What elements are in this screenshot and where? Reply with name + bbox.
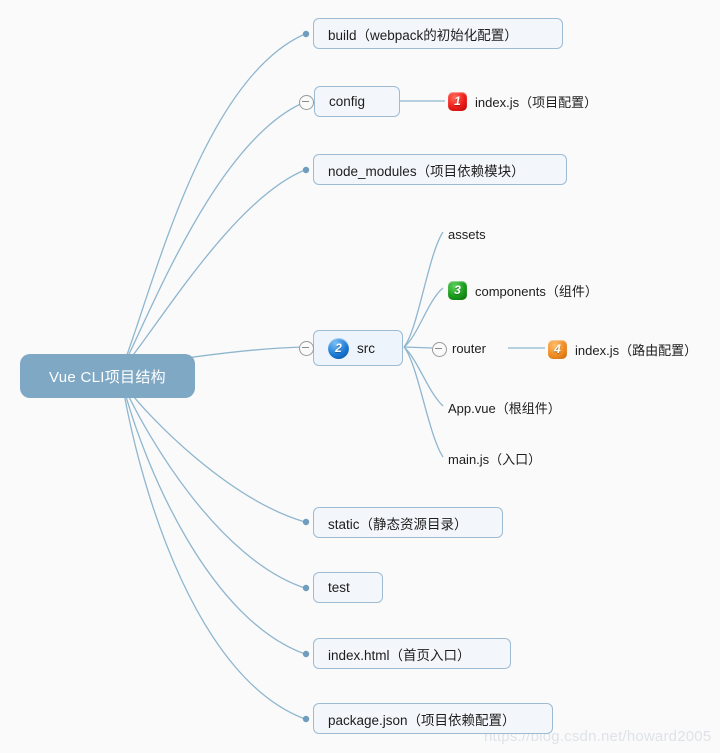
node-components[interactable]: 3 components（组件） — [448, 278, 598, 302]
node-main-js-label: main.js（入口） — [448, 451, 542, 467]
node-config-index-js-label: index.js（项目配置） — [475, 94, 598, 110]
edge-root-node-modules — [121, 169, 306, 369]
node-app-vue[interactable]: App.vue（根组件） — [448, 396, 561, 418]
node-assets[interactable]: assets — [448, 223, 486, 245]
edge-root-test — [121, 381, 306, 589]
node-assets-label: assets — [448, 226, 486, 242]
node-config[interactable]: config — [314, 86, 400, 117]
node-static-label: static（静态资源目录） — [328, 516, 468, 532]
edge-root-config — [121, 101, 306, 369]
node-node-modules[interactable]: node_modules（项目依赖模块） — [313, 154, 567, 185]
edge-src-mainjs — [403, 346, 444, 458]
priority-badge-1: 1 — [448, 91, 467, 111]
priority-badge-4: 4 — [548, 339, 567, 359]
edge-endpoint-dot — [302, 584, 310, 592]
root-node[interactable]: Vue CLI项目结构 — [20, 354, 195, 398]
node-node-modules-label: node_modules（项目依赖模块） — [328, 163, 525, 179]
priority-badge-3: 3 — [448, 280, 467, 300]
edge-src-assets — [403, 231, 444, 348]
node-router-index-js[interactable]: 4 index.js（路由配置） — [548, 337, 697, 361]
node-index-html-label: index.html（首页入口） — [328, 647, 471, 663]
edge-src-appvue — [403, 346, 444, 407]
node-src-label: src — [357, 340, 375, 356]
node-test-label: test — [328, 580, 350, 595]
node-build-label: build（webpack的初始化配置） — [328, 27, 518, 43]
node-static[interactable]: static（静态资源目录） — [313, 507, 503, 538]
node-components-label: components（组件） — [475, 283, 598, 299]
node-router-index-js-label: index.js（路由配置） — [575, 342, 698, 358]
edge-endpoint-dot — [302, 30, 310, 38]
priority-badge-2: 2 — [328, 337, 349, 359]
node-router-label: router — [452, 340, 486, 356]
edge-endpoint-dot — [302, 650, 310, 658]
node-config-index-js[interactable]: 1 index.js（项目配置） — [448, 89, 597, 113]
node-build[interactable]: build（webpack的初始化配置） — [313, 18, 563, 49]
node-router[interactable]: router — [452, 337, 486, 359]
edge-endpoint-dot — [302, 715, 310, 723]
node-test[interactable]: test — [313, 572, 383, 603]
root-node-label: Vue CLI项目结构 — [49, 368, 166, 386]
toggle-src[interactable] — [299, 341, 314, 356]
edge-endpoint-dot — [302, 518, 310, 526]
toggle-config[interactable] — [299, 95, 314, 110]
toggle-router[interactable] — [432, 342, 447, 357]
edge-root-index-html — [121, 381, 306, 655]
edge-src-components — [403, 287, 444, 348]
node-src[interactable]: 2 src — [313, 330, 403, 366]
node-main-js[interactable]: main.js（入口） — [448, 447, 541, 469]
node-app-vue-label: App.vue（根组件） — [448, 400, 561, 416]
edge-root-package-json — [121, 381, 306, 720]
edge-root-build — [121, 33, 306, 369]
node-index-html[interactable]: index.html（首页入口） — [313, 638, 511, 669]
edge-root-static — [121, 381, 306, 523]
edge-src-router — [403, 346, 433, 349]
edge-endpoint-dot — [302, 166, 310, 174]
node-package-json[interactable]: package.json（项目依赖配置） — [313, 703, 553, 734]
node-package-json-label: package.json（项目依赖配置） — [328, 712, 516, 728]
node-config-label: config — [329, 94, 366, 109]
